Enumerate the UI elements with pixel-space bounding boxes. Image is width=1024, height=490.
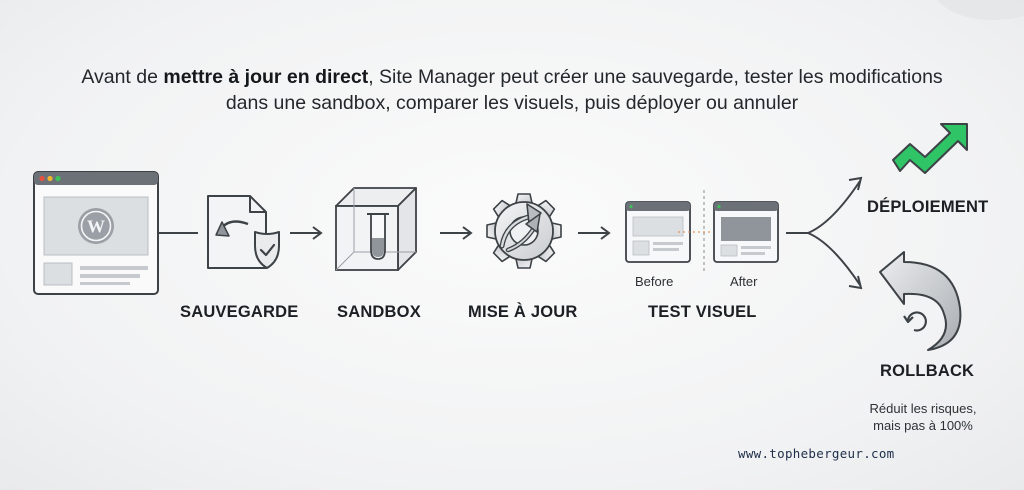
step-label-mise-a-jour: MISE À JOUR	[468, 303, 578, 321]
intro-after: , Site Manager peut créer une sauvegarde…	[225, 66, 943, 114]
gear-update-icon	[486, 193, 562, 269]
after-window-icon	[713, 201, 779, 263]
risk-note-line-1: Réduit les risques,	[869, 401, 977, 416]
footer-site-url: www.tophebergeur.com	[738, 446, 895, 461]
intro-bold: mettre à jour en direct	[163, 66, 369, 88]
sandbox-cube-icon	[335, 187, 417, 271]
window-max-dot	[55, 175, 61, 182]
backup-document-shield-icon	[207, 195, 280, 269]
risk-note-line-2: mais pas à 100%	[873, 418, 973, 433]
wordpress-logo-icon: W	[78, 208, 114, 244]
risk-note: Réduit les risques, mais pas à 100%	[848, 400, 998, 434]
step-label-sauvegarde: SAUVEGARDE	[180, 303, 299, 321]
outcome-label-rollback: ROLLBACK	[880, 362, 975, 380]
intro-text: Avant de mettre à jour en direct, Site M…	[60, 64, 964, 116]
before-label: Before	[635, 274, 674, 289]
flow-arrow	[578, 226, 611, 240]
after-label: After	[730, 274, 758, 289]
window-min-dot	[47, 175, 53, 182]
intro-before: Avant de	[81, 66, 164, 88]
svg-text:W: W	[87, 217, 105, 237]
outcome-label-deploiement: DÉPLOIEMENT	[867, 198, 989, 216]
step-label-sandbox: SANDBOX	[337, 303, 421, 321]
undo-arrow-icon	[879, 251, 962, 351]
fork-connector	[786, 176, 863, 290]
window-close-dot	[39, 175, 45, 182]
check-arrow-icon	[892, 123, 968, 174]
step-label-test-visuel: TEST VISUEL	[648, 303, 757, 321]
flow-arrow	[440, 226, 473, 240]
flow-arrow	[290, 226, 323, 240]
before-window-icon	[625, 201, 691, 263]
browser-window-icon: W	[33, 171, 159, 295]
